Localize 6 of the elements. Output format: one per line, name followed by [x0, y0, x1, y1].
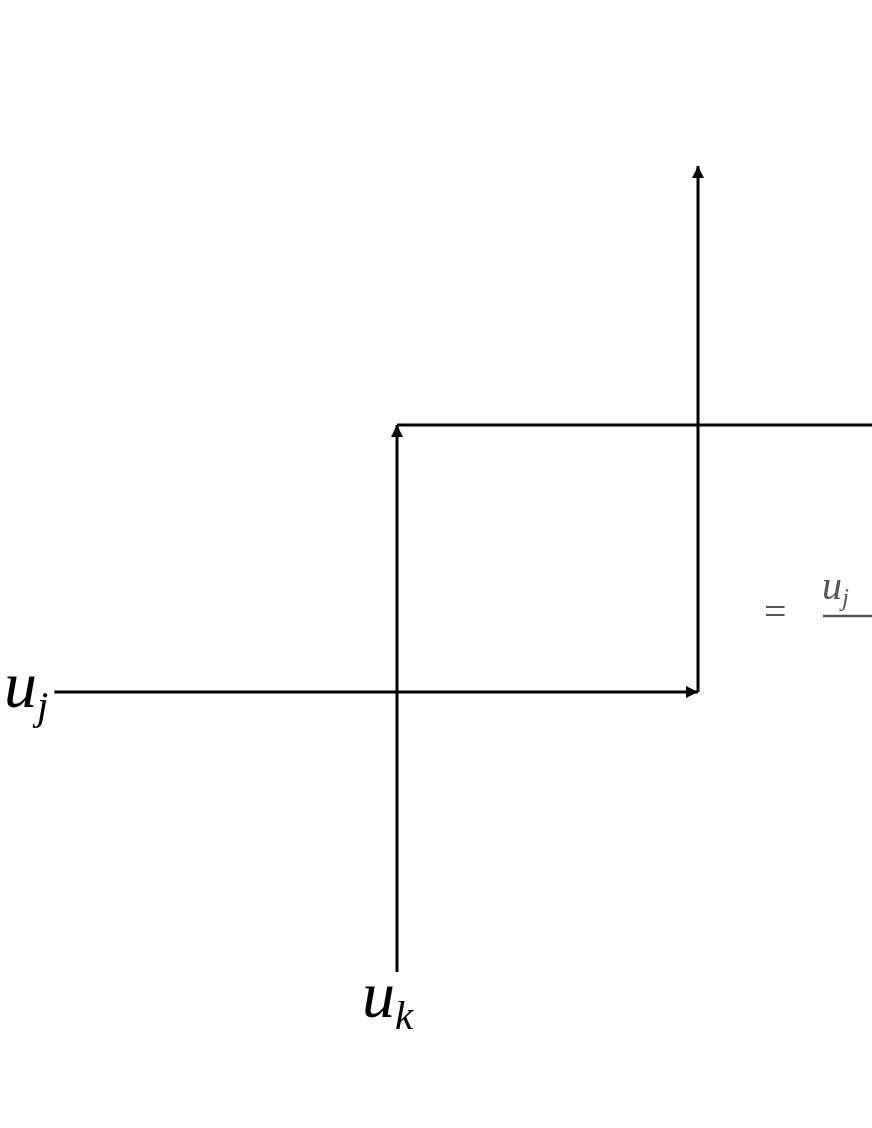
- equals-sign: =: [764, 592, 787, 632]
- arrow: [54, 686, 698, 698]
- arrow: [391, 425, 403, 972]
- math-term: u$_{j}$: [822, 566, 849, 612]
- variable-label: u$_{j}$: [4, 652, 49, 728]
- variable-label: u$_{k}$: [362, 962, 414, 1038]
